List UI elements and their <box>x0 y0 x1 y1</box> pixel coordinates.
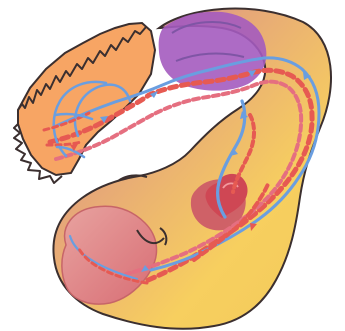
fetal-circulation-svg <box>0 0 345 331</box>
fetal-circulation-diagram <box>0 0 345 331</box>
